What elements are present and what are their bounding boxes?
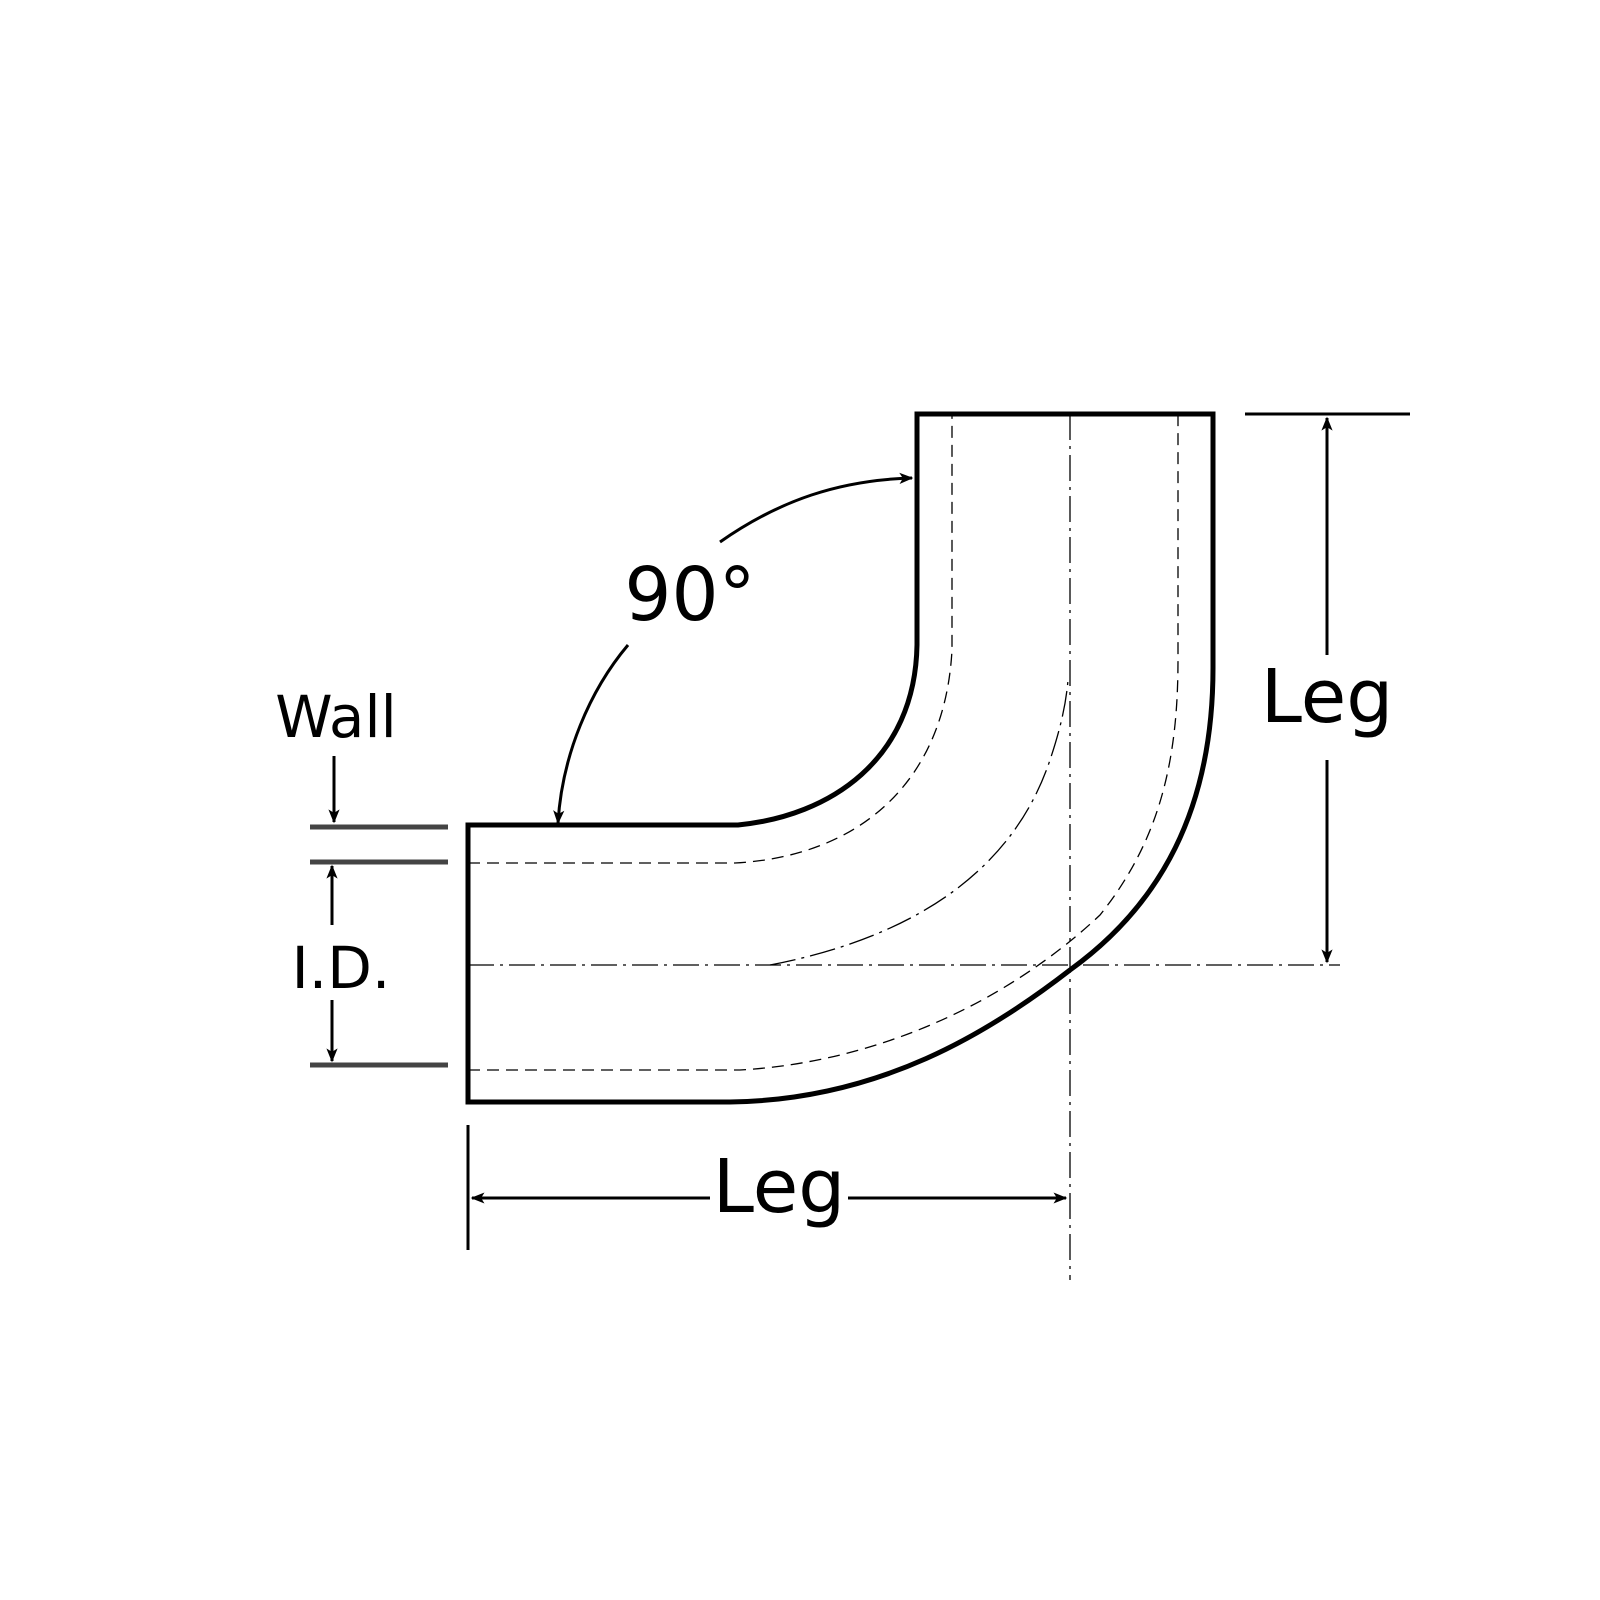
wall-label: Wall [275, 683, 396, 751]
leg-vertical-label: Leg [1261, 654, 1393, 740]
angle-arc-lower [553, 644, 630, 825]
angle-label: 90° [624, 552, 755, 638]
elbow-outline [465, 411, 1216, 1105]
outer-wall-line [468, 414, 1179, 1071]
angle-arc-upper [719, 472, 914, 544]
id-label: I.D. [292, 934, 391, 1002]
arc-centerline [769, 679, 1069, 966]
leg-horizontal-label: Leg [713, 1144, 845, 1230]
